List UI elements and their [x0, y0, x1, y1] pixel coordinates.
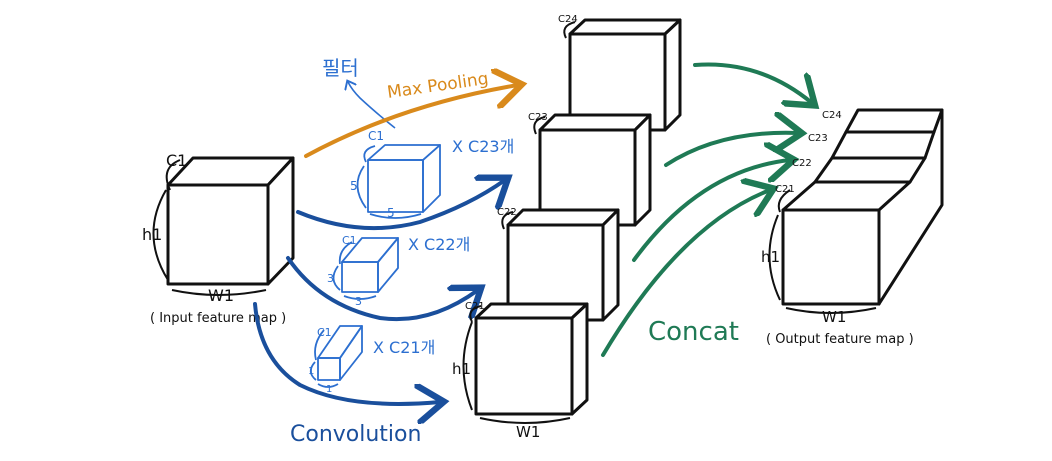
output-c21-label: C21 — [775, 184, 795, 195]
convolution-label: Convolution — [290, 422, 421, 447]
block-c22-label: C22 — [497, 207, 517, 218]
filter-3x3 — [332, 237, 399, 300]
output-h-label: h1 — [761, 248, 780, 266]
block-c23-label: C23 — [528, 112, 548, 123]
conv-arrow-1 — [296, 180, 505, 231]
filter1-size-h: 5 — [350, 179, 358, 193]
filter3-c-label: C1 — [317, 326, 332, 339]
output-c23-label: C23 — [808, 133, 828, 144]
filter-1x1 — [309, 325, 363, 388]
concat-arrow-3 — [632, 160, 790, 262]
max-pooling-arrow — [304, 85, 518, 158]
filter2-c-label: C1 — [342, 234, 357, 247]
block-w-label: W1 — [516, 423, 540, 441]
block-c24-label: C24 — [558, 14, 578, 25]
filter3-size-h: 1 — [308, 366, 314, 377]
filter-label: 필터 — [322, 56, 359, 80]
concat-arrow-2 — [664, 133, 798, 167]
concat-arrow-4 — [601, 190, 770, 357]
filter1-size-w: 5 — [387, 206, 395, 220]
conv-arrow-3 — [253, 302, 440, 404]
concat-label: Concat — [648, 317, 739, 347]
input-w-label: W1 — [208, 286, 234, 305]
output-caption: ( Output feature map ) — [766, 332, 914, 347]
output-c24-label: C24 — [822, 110, 842, 121]
block-c21-label: C21 — [465, 301, 485, 312]
input-caption: ( Input feature map ) — [150, 311, 286, 326]
filter2-size-w: 3 — [355, 295, 362, 308]
filter3-count: X C21개 — [373, 338, 435, 357]
filter-5x5 — [356, 144, 441, 219]
filter1-count: X C23개 — [452, 137, 514, 156]
filter1-c-label: C1 — [368, 129, 384, 143]
conv-arrow-2 — [286, 256, 478, 322]
output-feature-map — [768, 108, 944, 314]
input-h-label: h1 — [142, 225, 162, 244]
filter2-count: X C22개 — [408, 235, 470, 254]
filter3-size-w: 1 — [326, 384, 332, 395]
max-pooling-label: Max Pooling — [386, 69, 490, 103]
input-feature-map — [152, 156, 295, 296]
filter2-size-h: 3 — [327, 272, 334, 285]
output-c22-label: C22 — [792, 158, 812, 169]
block-h-label: h1 — [452, 360, 471, 378]
concat-arrow-1 — [693, 62, 812, 103]
input-c-label: C1 — [166, 151, 187, 170]
output-w-label: W1 — [822, 308, 846, 326]
block-c21 — [462, 302, 589, 424]
